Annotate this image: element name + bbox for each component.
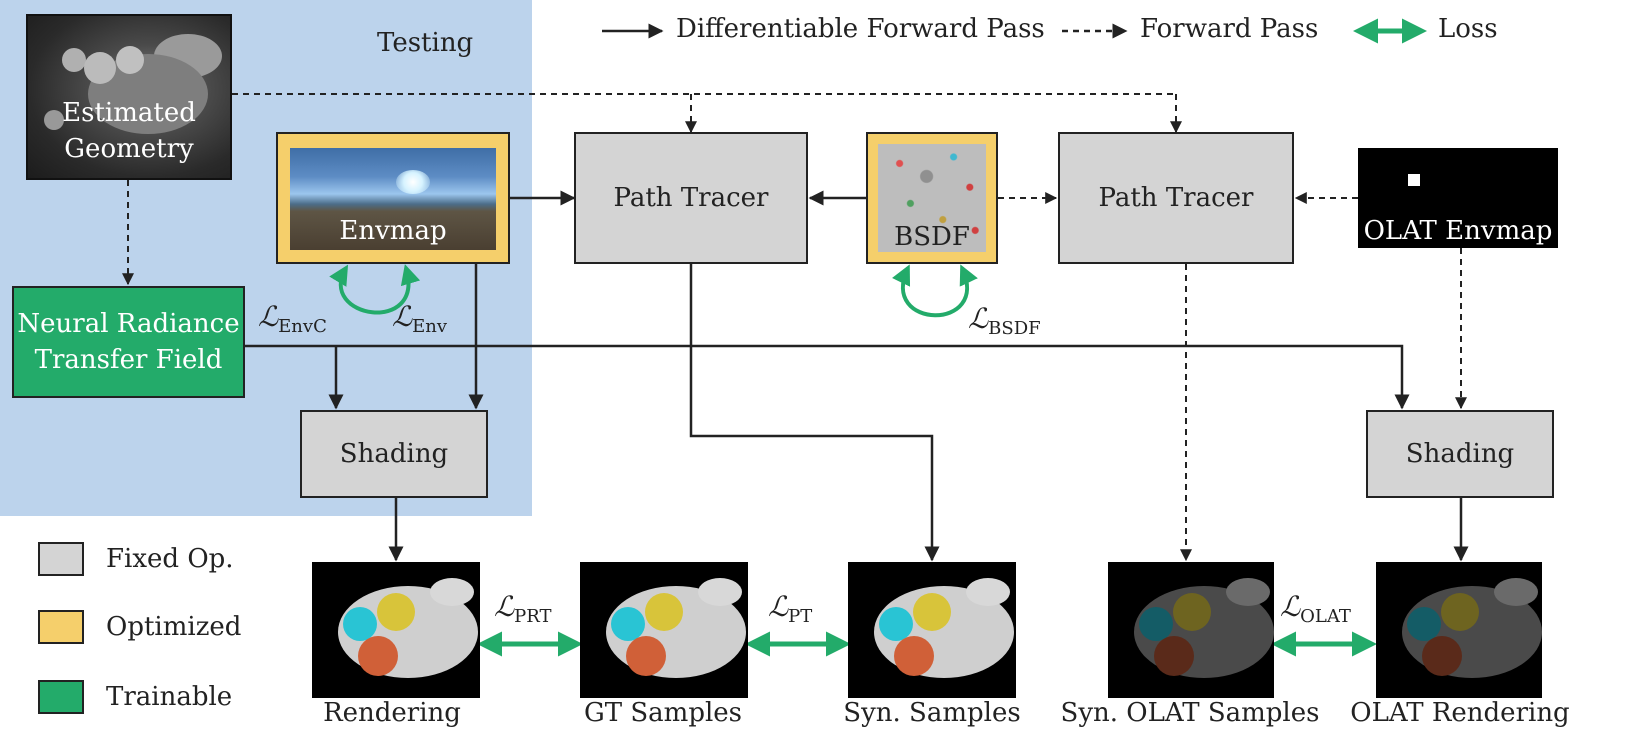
rendering-graphic: [338, 578, 478, 678]
envmap-label: Envmap: [339, 216, 447, 246]
path-tracer-2: Path Tracer: [1058, 132, 1294, 264]
tracer1-to-syn: [689, 264, 940, 562]
olat-rendering-caption: OLAT Rendering: [1350, 698, 1570, 728]
syn-samples-image: [848, 562, 1016, 698]
loss-bsdf-curve: [892, 264, 978, 318]
bsdf-node: BSDF: [866, 132, 998, 264]
legend-fixed-label: Fixed Op.: [106, 544, 234, 574]
nrtf-label-line1: Neural Radiance: [17, 309, 240, 339]
bsdf-texture: [878, 144, 986, 252]
shading-1: Shading: [300, 410, 488, 498]
legend-trainable-label: Trainable: [106, 682, 233, 712]
hand-sphere-graphic: [44, 34, 222, 134]
nrtf-to-shading2: [245, 344, 1410, 410]
legend-trainable-swatch: [38, 680, 84, 714]
legend-fixed-swatch: [38, 542, 84, 576]
syn-samples-caption: Syn. Samples: [843, 698, 1021, 728]
olat-rendering-image: [1376, 562, 1542, 698]
syn-graphic: [874, 578, 1014, 678]
loss-env-curve: [329, 264, 421, 315]
legend-optimized-label: Optimized: [106, 612, 242, 642]
loss-bsdf-label: ℒBSDF: [968, 302, 1041, 339]
path-tracer-1: Path Tracer: [574, 132, 808, 264]
syn-olat-samples-caption: Syn. OLAT Samples: [1060, 698, 1320, 728]
testing-label: Testing: [377, 28, 474, 58]
loss-olat-label: ℒOLAT: [1280, 590, 1351, 627]
olat-rendering-graphic: [1402, 578, 1542, 678]
loss-prt-label: ℒPRT: [494, 590, 552, 627]
legend-optimized-swatch: [38, 610, 84, 644]
olat-envmap-label: OLAT Envmap: [1363, 216, 1553, 246]
shading-2: Shading: [1366, 410, 1554, 498]
gt-samples-caption: GT Samples: [583, 698, 743, 728]
rendering-image: [312, 562, 480, 698]
nrtf-label-line2: Transfer Field: [34, 345, 223, 375]
syn-olat-graphic: [1134, 578, 1274, 678]
syn-olat-samples-image: [1108, 562, 1274, 698]
estimated-geometry-node: Estimated Geometry: [26, 14, 232, 180]
legend-loss-label: Loss: [1438, 14, 1498, 44]
envmap-node: Envmap: [276, 132, 510, 264]
gt-samples-image: [580, 562, 748, 698]
sun-glow: [396, 170, 430, 194]
olat-light-dot: [1408, 174, 1420, 186]
envmap-image: [290, 148, 496, 250]
rendering-caption: Rendering: [323, 698, 461, 728]
bsdf-label: BSDF: [894, 222, 970, 252]
nrtf-node: Neural Radiance Transfer Field: [12, 286, 245, 398]
loss-pt-label: ℒPT: [768, 590, 813, 627]
loss-envc-label: ℒEnvC: [258, 300, 327, 337]
olat-envmap-node: OLAT Envmap: [1358, 148, 1558, 248]
loss-env-label: ℒEnv: [392, 300, 448, 337]
geometry-label-line1: Estimated: [62, 98, 196, 128]
gt-graphic: [606, 578, 746, 678]
geometry-label-line2: Geometry: [64, 134, 194, 164]
legend-diff-forward-label: Differentiable Forward Pass: [676, 14, 1045, 44]
legend-forward-label: Forward Pass: [1140, 14, 1319, 44]
